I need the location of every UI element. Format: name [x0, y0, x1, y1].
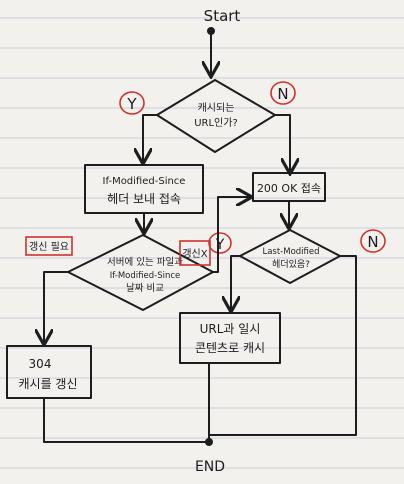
update-x-label: 갱신X — [182, 248, 207, 260]
decision-cached-text-2: URL인가? — [194, 117, 238, 129]
connector-lastmod-end — [209, 255, 357, 436]
process-header-text-1: If-Modified-Since — [103, 176, 186, 187]
no-label-1: N — [277, 85, 288, 103]
end-label: END — [195, 459, 225, 475]
start-label: Start — [204, 7, 241, 25]
update-needed-label: 갱신 필요 — [29, 241, 69, 253]
end-node — [205, 438, 213, 446]
decision-server-text-1: 서버에 있는 파일과 — [107, 256, 183, 268]
decision-cached-text-1: 캐시되는 — [198, 102, 235, 114]
process-cache-text-1: URL과 일시 — [200, 322, 261, 336]
connector-server-200 — [212, 197, 250, 273]
update-needed-box — [25, 236, 73, 256]
connector-yes-process — [143, 114, 158, 162]
connector-lastmod-cache — [231, 255, 241, 310]
decision-lastmod-text-1: Last-Modified — [262, 247, 319, 257]
start-node — [207, 27, 215, 35]
update-x-box — [179, 240, 211, 266]
decision-server-date — [67, 234, 214, 311]
decision-server-text-3: 날짜 비교 — [126, 283, 164, 294]
yes-marker-1 — [119, 91, 145, 115]
connector-304-end — [43, 397, 206, 443]
process-200-text: 200 OK 접속 — [257, 182, 321, 195]
connector-server-304 — [44, 271, 69, 343]
decision-cached-url — [156, 79, 276, 153]
process-304-text-1: 304 — [29, 357, 52, 371]
yes-label-2: Y — [215, 237, 225, 253]
no-label-2: N — [367, 233, 378, 251]
process-304-cache — [6, 345, 92, 399]
process-cache-content — [179, 312, 281, 364]
process-header-text-2: 헤더 보내 접속 — [107, 192, 181, 206]
decision-last-modified — [239, 229, 341, 284]
decision-server-text-2: If-Modified-Since — [110, 271, 181, 281]
decision-lastmod-text-2: 헤더있음? — [272, 258, 310, 270]
process-cache-text-2: 콘텐츠로 캐시 — [195, 341, 265, 355]
no-marker-2 — [360, 229, 386, 253]
no-marker-1 — [270, 81, 296, 105]
connector-no-200 — [274, 114, 290, 172]
process-304-text-2: 캐시를 갱신 — [18, 377, 77, 391]
yes-label-1: Y — [126, 95, 137, 113]
yes-marker-2 — [208, 232, 232, 254]
